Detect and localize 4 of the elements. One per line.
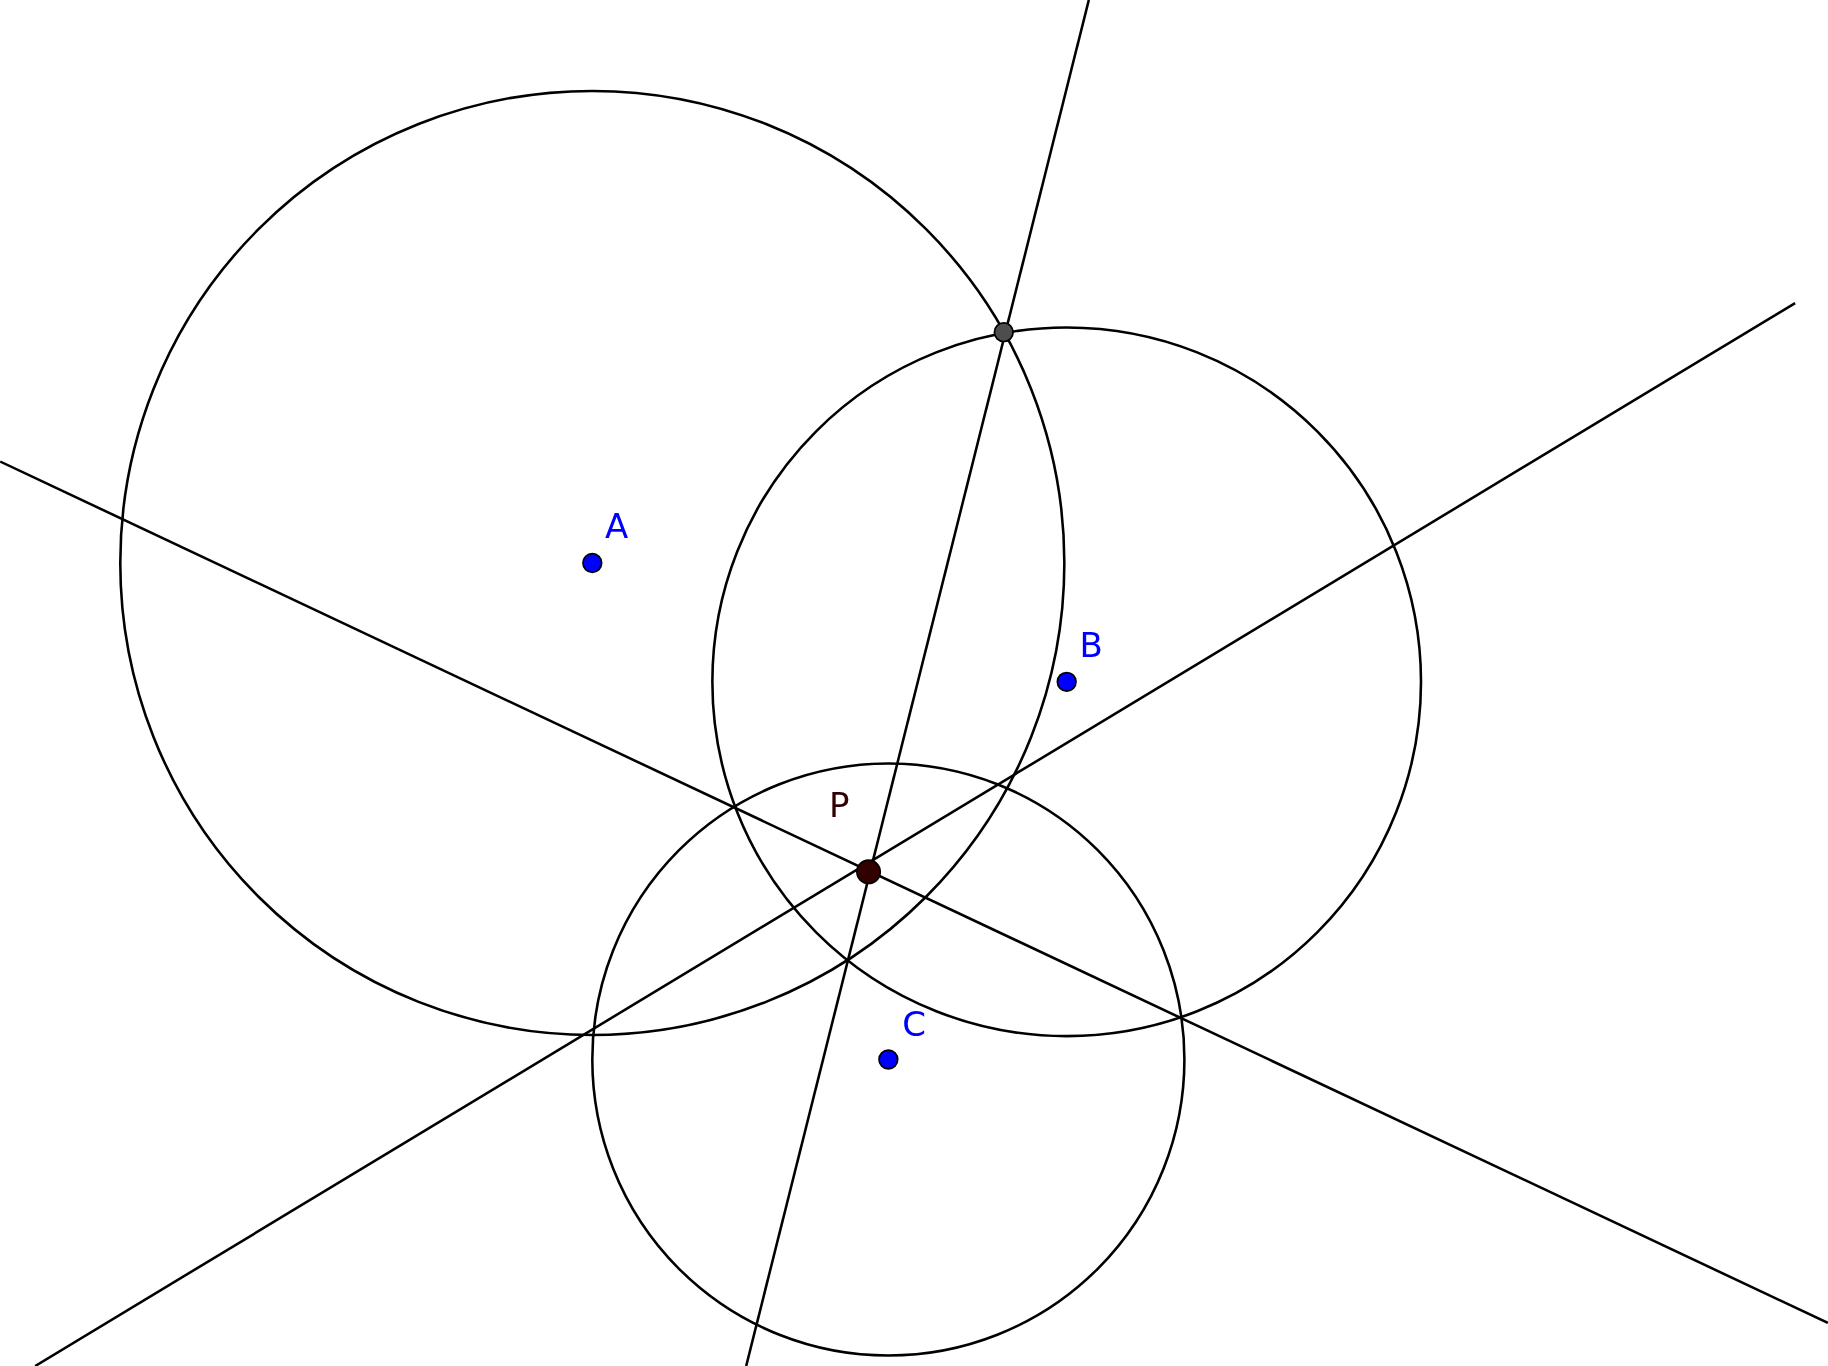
point-label: B [1079, 628, 1103, 663]
point-label: C [902, 1007, 927, 1042]
point-label: A [605, 509, 629, 544]
point-label: P [828, 788, 850, 823]
